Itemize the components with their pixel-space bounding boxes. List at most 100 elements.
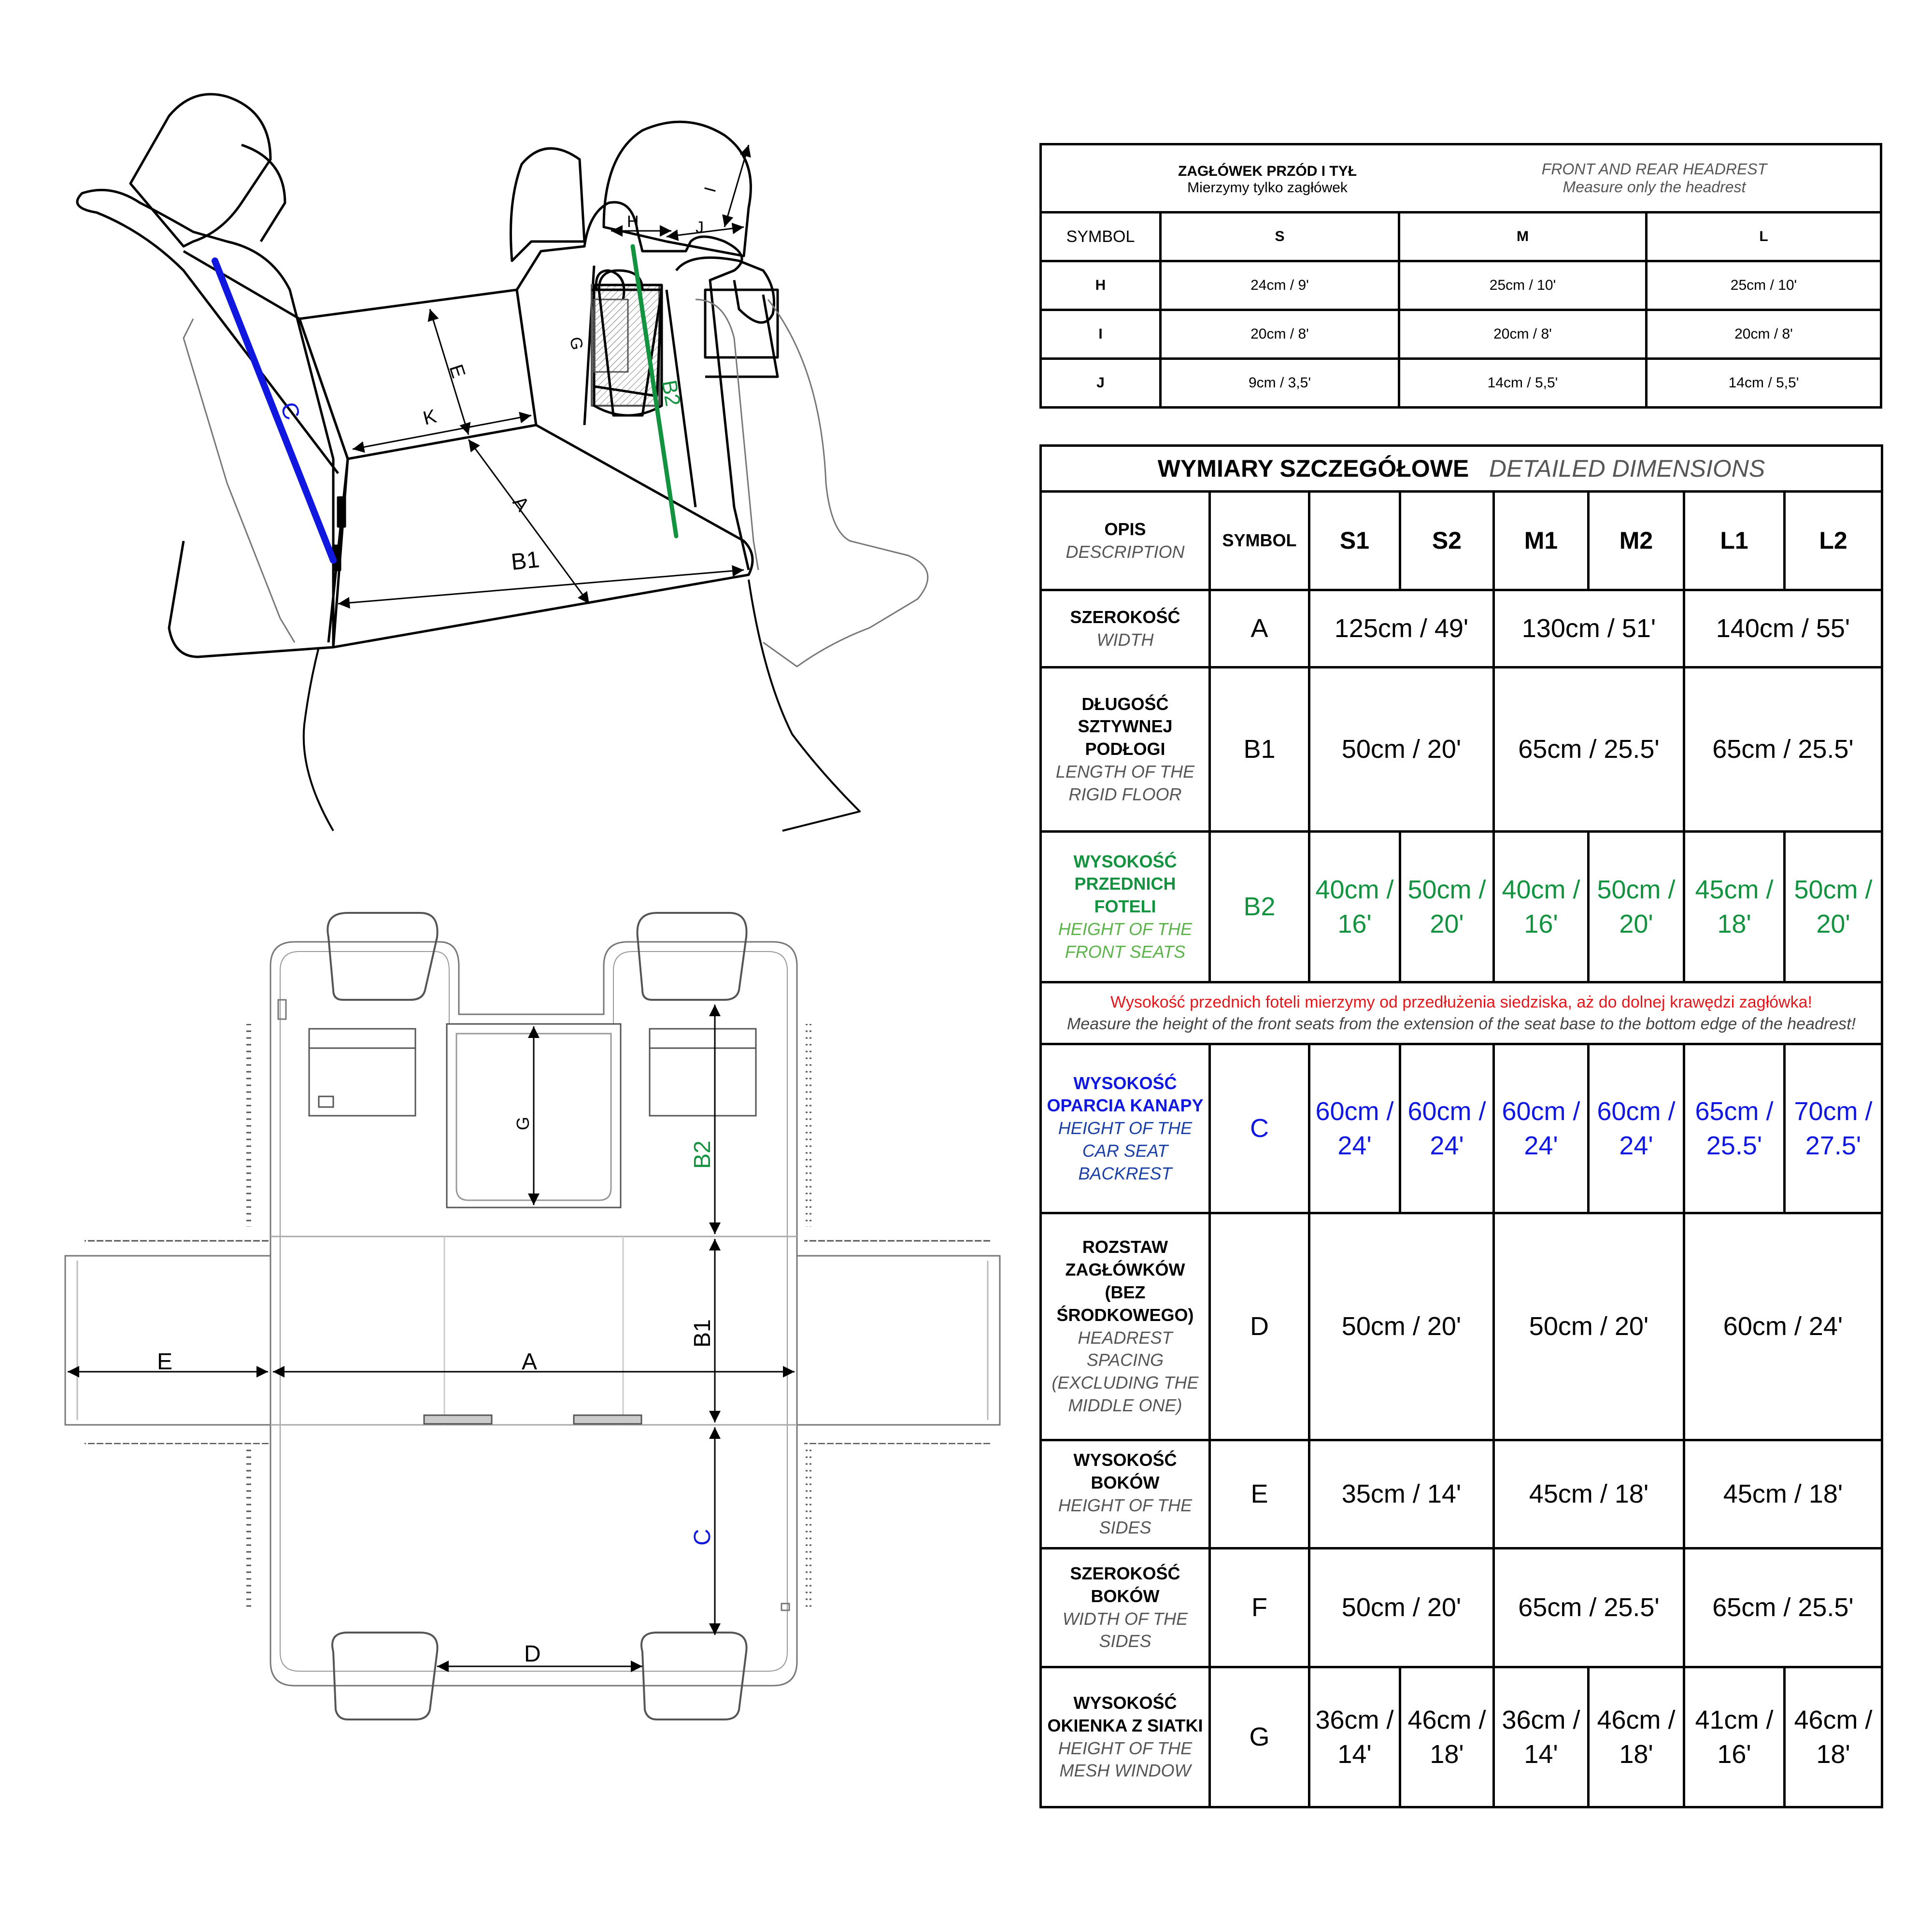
row-f-l: 65cm / 25.5': [1682, 1547, 1884, 1668]
row-c-l1: 65cm / 25.5': [1683, 1043, 1786, 1214]
flat-label-g: G: [513, 1117, 533, 1130]
row-c-s1: 60cm / 24': [1308, 1043, 1401, 1214]
label-g: G: [566, 336, 586, 352]
row-f-m: 65cm / 25.5': [1492, 1547, 1685, 1668]
note-en: Measure the height of the front seats fr…: [1066, 1014, 1856, 1033]
header-symbol: SYMBOL: [1039, 211, 1162, 262]
table-cell: 14cm / 5,5': [1398, 357, 1648, 409]
table-cell: 9cm / 3,5': [1159, 357, 1400, 409]
label-i: I: [701, 185, 720, 194]
label-c: C: [275, 399, 305, 424]
row-g-s1: 36cm / 14': [1308, 1666, 1401, 1808]
row-b1-symbol: B1: [1208, 666, 1310, 833]
flat-label-e: E: [157, 1349, 172, 1375]
table-cell: 25cm / 10': [1398, 260, 1648, 311]
row-g-l1: 41cm / 16': [1683, 1666, 1786, 1808]
flat-view: [64, 912, 1001, 1720]
row-g-m2: 46cm / 18': [1587, 1666, 1685, 1808]
head-s1: S1: [1308, 490, 1401, 591]
flat-label-c: C: [690, 1529, 715, 1546]
row-g-l2: 46cm / 18': [1783, 1666, 1884, 1808]
row-c-s2: 60cm / 24': [1399, 1043, 1495, 1214]
row-d-desc: ROZSTAW ZAGŁÓWKÓW (BEZ ŚRODKOWEGO)HEADRE…: [1039, 1212, 1211, 1441]
row-a-symbol: A: [1208, 589, 1310, 668]
detailed-title-pl: WYMIARY SZCZEGÓŁOWE: [1157, 455, 1469, 482]
label-h: H: [627, 213, 639, 231]
flat-dimensions: [68, 1005, 795, 1672]
c-measure-line: [212, 257, 337, 564]
table-cell: 25cm / 10': [1645, 260, 1883, 311]
head-symbol: SYMBOL: [1208, 490, 1310, 591]
row-d-m: 50cm / 20': [1492, 1212, 1685, 1441]
row-d-l: 60cm / 24': [1682, 1212, 1884, 1441]
row-g-m1: 36cm / 14': [1492, 1666, 1590, 1808]
row-c-m1: 60cm / 24': [1492, 1043, 1590, 1214]
row-e-l: 45cm / 18': [1682, 1439, 1884, 1549]
row-b2-m1: 40cm / 16': [1492, 830, 1590, 983]
headrest-subtitle-pl: Mierzymy tylko zagłówek: [1187, 180, 1348, 196]
row-b1-s: 50cm / 20': [1308, 666, 1495, 833]
flat-label-a: A: [522, 1349, 537, 1375]
row-b2-symbol: B2: [1208, 830, 1310, 983]
table-cell: 20cm / 8': [1645, 309, 1883, 360]
headrest-subtitle-en: Measure only the headrest: [1563, 178, 1746, 196]
row-e-symbol: E: [1208, 1439, 1310, 1549]
row-f-symbol: F: [1208, 1547, 1310, 1668]
detailed-title-en: DETAILED DIMENSIONS: [1489, 455, 1765, 482]
header-m: M: [1398, 211, 1648, 262]
head-m1: M1: [1492, 490, 1590, 591]
row-b2-l2: 50cm / 20': [1783, 830, 1884, 983]
table-cell: 20cm / 8': [1398, 309, 1648, 360]
label-e: E: [445, 362, 469, 381]
perspective-view: [76, 93, 929, 832]
label-b2: B2: [657, 378, 685, 408]
flat-label-b2: B2: [690, 1140, 715, 1169]
row-b2-l1: 45cm / 18': [1683, 830, 1786, 983]
row-c-l2: 70cm / 27.5': [1783, 1043, 1884, 1214]
measure-note: Wysokość przednich foteli mierzymy od pr…: [1039, 981, 1884, 1045]
table-cell: J: [1039, 357, 1162, 409]
table-cell: 24cm / 9': [1159, 260, 1400, 311]
row-g-s2: 46cm / 18': [1399, 1666, 1495, 1808]
flat-label-b1: B1: [690, 1319, 715, 1348]
row-b1-l: 65cm / 25.5': [1682, 666, 1884, 833]
row-e-s: 35cm / 14': [1308, 1439, 1495, 1549]
label-b1: B1: [510, 547, 541, 575]
head-m2: M2: [1587, 490, 1685, 591]
table-cell: 14cm / 5,5': [1645, 357, 1883, 409]
header-l: L: [1645, 211, 1883, 262]
row-b2-m2: 50cm / 20': [1587, 830, 1685, 983]
head-l1: L1: [1683, 490, 1786, 591]
head-l2: L2: [1783, 490, 1884, 591]
label-j: J: [696, 218, 704, 237]
row-a-m: 130cm / 51': [1492, 589, 1685, 668]
table-cell: 20cm / 8': [1159, 309, 1400, 360]
row-c-m2: 60cm / 24': [1587, 1043, 1685, 1214]
flat-label-d: D: [524, 1641, 541, 1667]
row-b2-s1: 40cm / 16': [1308, 830, 1401, 983]
row-g-symbol: G: [1208, 1666, 1310, 1808]
headrest-title-en: FRONT AND REAR HEADREST: [1541, 160, 1767, 178]
detailed-dimensions-table: WYMIARY SZCZEGÓŁOWE DETAILED DIMENSIONS …: [1039, 444, 1884, 1808]
row-e-m: 45cm / 18': [1492, 1439, 1685, 1549]
row-b1-m: 65cm / 25.5': [1492, 666, 1685, 833]
b2-measure-line: [630, 244, 679, 539]
row-a-l: 140cm / 55': [1682, 589, 1884, 668]
note-pl: Wysokość przednich foteli mierzymy od pr…: [1110, 993, 1812, 1012]
row-a-s: 125cm / 49': [1308, 589, 1495, 668]
table-cell: I: [1039, 309, 1162, 360]
header-s: S: [1159, 211, 1400, 262]
row-d-symbol: D: [1208, 1212, 1310, 1441]
table-cell: H: [1039, 260, 1162, 311]
headrest-title-pl: ZAGŁÓWEK PRZÓD I TYŁ: [1178, 163, 1357, 179]
row-f-s: 50cm / 20': [1308, 1547, 1495, 1668]
